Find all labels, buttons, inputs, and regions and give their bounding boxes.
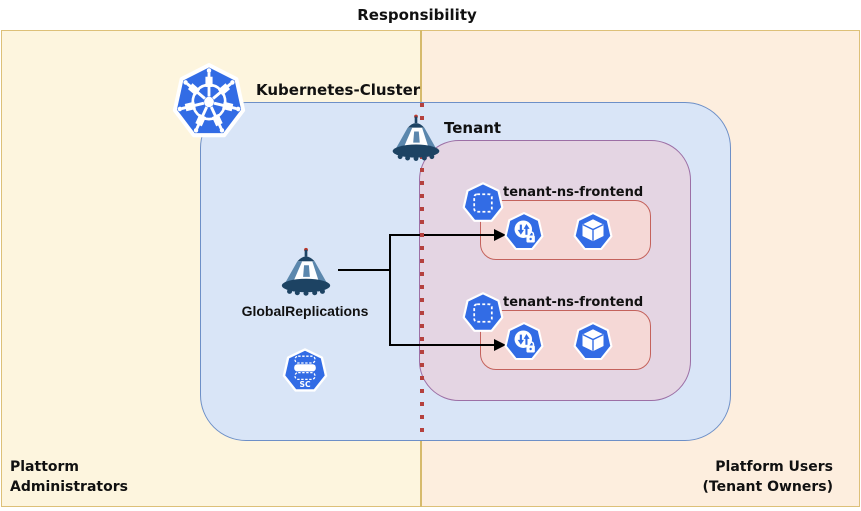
- namespace-label-1: tenant-ns-frontend: [503, 185, 644, 200]
- diagram-title: Responsibility: [357, 6, 477, 24]
- storageclass-icon: [281, 347, 329, 395]
- platform-users-line1: Platform Users: [715, 459, 833, 475]
- kubernetes-logo: [170, 61, 248, 143]
- connector-top-branch: [389, 234, 495, 236]
- tenant-label: Tenant: [444, 119, 502, 137]
- connector-vertical: [389, 234, 391, 345]
- pod-icon: [572, 321, 614, 363]
- namespace-label-2: tenant-ns-frontend: [503, 295, 644, 310]
- kubernetes-cluster-label: Kubernetes-Cluster: [256, 81, 421, 99]
- limitrange-icon: [503, 211, 545, 253]
- connector-stub: [338, 269, 390, 271]
- namespace-icon: [461, 181, 505, 225]
- namespace-icon: [461, 291, 505, 335]
- arrowhead-bottom: [494, 339, 506, 351]
- capsule-globalreplications-icon: [277, 246, 335, 298]
- responsibility-dotted-line: [420, 103, 424, 441]
- platform-administrators-line2: Administrators: [10, 479, 128, 495]
- globalreplications-label: GlobalReplications: [241, 303, 369, 319]
- platform-users-label: Platform Users (Tenant Owners): [703, 457, 833, 497]
- limitrange-icon: [503, 321, 545, 363]
- pod-icon: [572, 211, 614, 253]
- platform-administrators-line1: Plattorm: [10, 459, 80, 475]
- connector-bottom-branch: [389, 344, 495, 346]
- capsule-tenant-icon: [388, 113, 444, 163]
- arrowhead-top: [494, 229, 506, 241]
- platform-administrators-label: Plattorm Administrators: [10, 457, 128, 497]
- platform-users-line2: (Tenant Owners): [702, 479, 833, 495]
